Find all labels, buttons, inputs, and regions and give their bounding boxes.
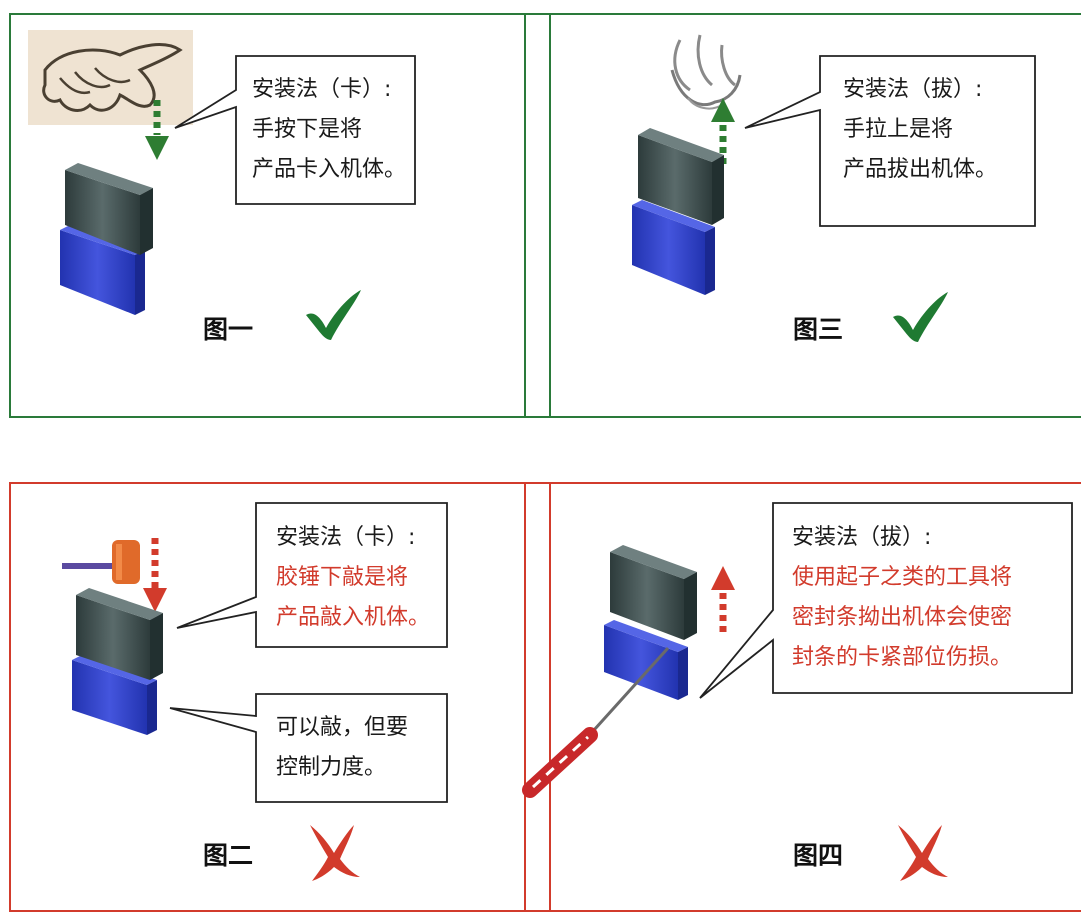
callout-fig2-note: 可以敲，但要 控制力度。 [276,708,408,788]
callout-line: 封条的卡紧部位伤损。 [792,645,1013,670]
check-icon [306,290,361,340]
callout-line: 使用起子之类的工具将 [792,565,1013,590]
callout-line: 手拉上是将 [843,117,954,142]
hand-press-illustration [28,30,193,125]
hand-pull-illustration [670,34,742,110]
callout-title: 安装法（拔）: [792,525,932,550]
callout-line: 胶锤下敲是将 [276,565,409,590]
callout-fig1-text: 安装法（卡）: 手按下是将 产品卡入机体。 [252,70,406,190]
callout-fig4 [699,502,1073,699]
panel-divider-top [524,13,551,418]
callout-title: 安装法（拔）: [843,77,983,102]
mallet-illustration [62,540,140,584]
callout-fig4-text: 安装法（拔）: 使用起子之类的工具将 密封条拗出机体会使密 封条的卡紧部位伤损。 [792,518,1012,678]
seal-strip-icon [72,588,163,735]
down-arrow-icon [143,538,167,612]
callout-line: 控制力度。 [276,755,387,780]
callout-fig1 [174,55,416,205]
callout-line: 产品卡入机体。 [252,157,407,182]
screwdriver-illustration [522,646,670,798]
callout-fig3 [744,55,1036,227]
cross-icon [310,825,360,881]
cross-icon [898,825,948,881]
figure-label-1: 图一 [203,315,254,344]
callout-fig2-text: 安装法（卡）: 胶锤下敲是将 产品敲入机体。 [276,518,430,638]
callout-fig3-text: 安装法（拔）: 手拉上是将 产品拔出机体。 [843,70,997,190]
callout-line: 手按下是将 [252,117,363,142]
seal-strip-icon [604,545,697,700]
down-arrow-icon [145,100,169,160]
seal-strip-icon [60,163,153,315]
figure-label-2: 图二 [203,841,254,870]
callout-fig2-bottom [169,693,448,803]
callout-line: 可以敲，但要 [276,715,409,740]
figure-label-3: 图三 [793,315,844,344]
seal-strip-icon [632,128,724,295]
callout-line: 产品敲入机体。 [276,605,431,630]
figure-label-4: 图四 [793,841,844,870]
callout-title: 安装法（卡）: [276,525,416,550]
callout-fig2-top [176,502,448,648]
check-icon [893,292,948,342]
up-arrow-icon [711,566,735,635]
callout-line: 密封条拗出机体会使密 [792,605,1013,630]
callout-title: 安装法（卡）: [252,77,392,102]
callout-line: 产品拔出机体。 [843,157,998,182]
